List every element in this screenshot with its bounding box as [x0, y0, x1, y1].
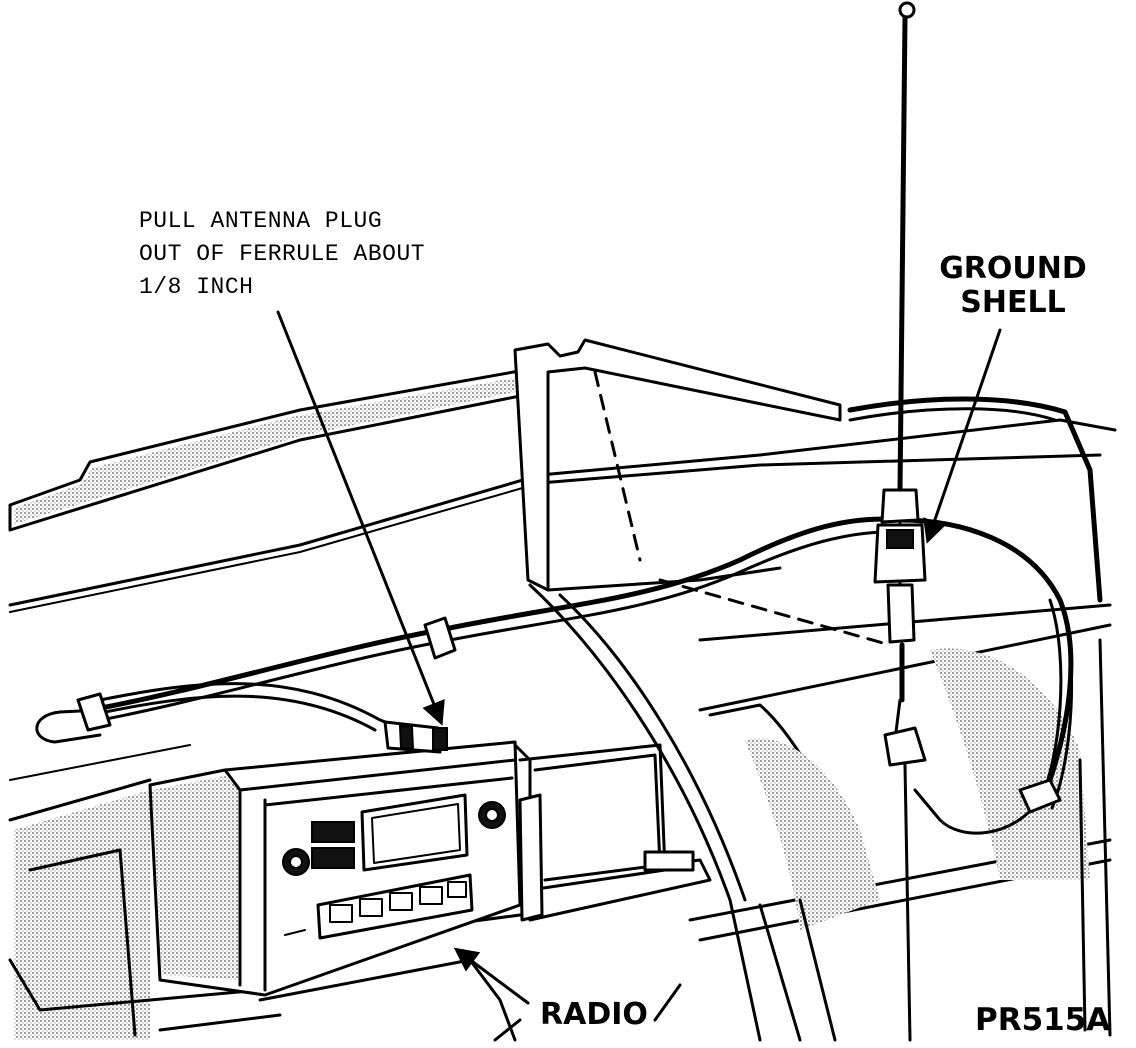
radio-unit: [148, 740, 544, 997]
bracket-panel: [513, 338, 892, 647]
radio-button: [311, 847, 355, 869]
radio-callout: RADIO: [540, 997, 648, 1032]
radio-preset-button-row: [316, 873, 474, 940]
cable-clip: [1018, 778, 1062, 814]
radio-leader-line: [453, 947, 530, 1005]
radio-display: [360, 793, 469, 872]
cable-clip: [76, 692, 112, 732]
antenna-plug: [383, 720, 448, 754]
dash-lower: [8, 638, 1112, 1042]
ground-shell-callout: GROUND SHELL: [939, 251, 1087, 320]
antenna-plug-callout: PULL ANTENNA PLUG OUT OF FERRULE ABOUT 1…: [139, 208, 426, 300]
radio-button: [311, 821, 355, 843]
antenna-cable: [35, 516, 1074, 835]
figure-id-label: PR515A: [975, 1002, 1111, 1038]
cowl-panel: [8, 368, 1102, 613]
ground-shell-leader-line: [923, 328, 1002, 544]
antenna-plug-leader-line: [276, 310, 445, 726]
antenna-mast: [873, 1, 927, 1042]
cable-clip: [423, 616, 457, 660]
